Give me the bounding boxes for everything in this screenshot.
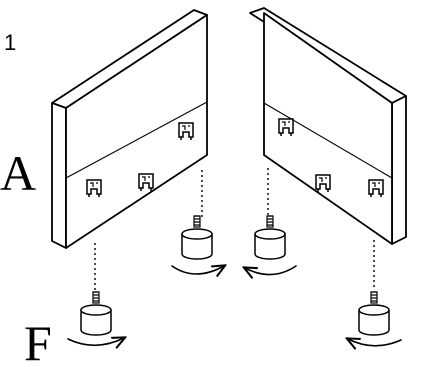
rotate-arrow-icon xyxy=(348,339,402,346)
step-number: 1 xyxy=(4,30,16,55)
foot-right-outer xyxy=(358,291,390,336)
foot-right-inner xyxy=(254,215,286,260)
rotate-arrow-icon xyxy=(67,338,124,345)
right-panel xyxy=(249,7,407,245)
rotate-arrow-icon xyxy=(245,265,297,275)
rotate-arrow-icon xyxy=(171,266,224,274)
panel-label: A xyxy=(0,145,36,201)
foot-left-inner xyxy=(181,215,213,260)
foot-label: F xyxy=(24,315,52,367)
foot-left-outer xyxy=(80,291,112,336)
guide-lines xyxy=(94,168,375,290)
